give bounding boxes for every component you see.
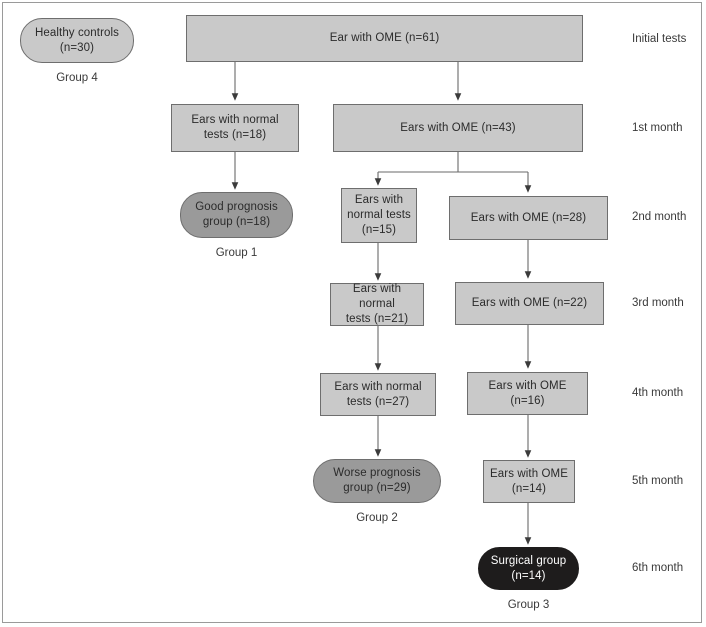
node-ears-ome-43[interactable]: Ears with OME (n=43): [333, 104, 583, 152]
node-surgical-group-14[interactable]: Surgical group (n=14): [478, 547, 579, 590]
timeline-label-6th-month: 6th month: [632, 562, 684, 574]
node-good-prognosis-18[interactable]: Good prognosis group (n=18): [180, 192, 293, 238]
node-surgical-group-14-label: Surgical group (n=14): [490, 554, 567, 582]
node-ear-with-ome-61[interactable]: Ear with OME (n=61): [186, 15, 583, 62]
node-ears-ome-14-label: Ears with OME (n=14): [490, 467, 568, 495]
group-label-4: Group 4: [56, 72, 98, 84]
node-ears-normal-27[interactable]: Ears with normal tests (n=27): [320, 373, 436, 416]
node-ears-ome-43-label: Ears with OME (n=43): [400, 121, 516, 134]
group-label-3: Group 3: [507, 599, 550, 611]
node-worse-prognosis-29-label: Worse prognosis group (n=29): [333, 467, 421, 494]
timeline-label-1st-month: 1st month: [632, 122, 683, 134]
node-ears-normal-21[interactable]: Ears with normal tests (n=21): [330, 283, 424, 326]
node-ear-with-ome-61-label: Ear with OME (n=61): [329, 32, 440, 45]
node-ears-normal-15[interactable]: Ears with normal tests (n=15): [341, 188, 417, 243]
node-ears-ome-16-label: Ears with OME (n=16): [488, 379, 567, 407]
node-ears-normal-21-label: Ears with normal tests (n=21): [345, 283, 409, 325]
node-ears-normal-15-label: Ears with normal tests (n=15): [347, 194, 411, 236]
node-ears-ome-28-label: Ears with OME (n=28): [470, 211, 587, 224]
timeline-label-initial-tests: Initial tests: [632, 33, 687, 45]
group-label-1: Group 1: [215, 247, 258, 259]
group-label-2: Group 2: [356, 512, 398, 524]
node-ears-normal-18-label: Ears with normal tests (n=18): [191, 114, 279, 141]
node-healthy-controls[interactable]: Healthy controls (n=30): [20, 18, 134, 63]
timeline-label-4th-month: 4th month: [632, 387, 684, 399]
node-good-prognosis-18-label: Good prognosis group (n=18): [195, 201, 278, 228]
node-ears-ome-14[interactable]: Ears with OME (n=14): [483, 460, 575, 503]
node-worse-prognosis-29[interactable]: Worse prognosis group (n=29): [313, 459, 441, 503]
timeline-label-5th-month: 5th month: [632, 475, 684, 487]
timeline-label-2nd-month: 2nd month: [632, 211, 687, 223]
node-ears-ome-16[interactable]: Ears with OME (n=16): [467, 372, 588, 415]
node-healthy-controls-label: Healthy controls (n=30): [34, 26, 120, 54]
timeline-label-3rd-month: 3rd month: [632, 297, 684, 309]
node-ears-normal-27-label: Ears with normal tests (n=27): [334, 380, 422, 408]
node-ears-ome-22-label: Ears with OME (n=22): [471, 297, 588, 310]
node-ears-ome-22[interactable]: Ears with OME (n=22): [455, 282, 604, 325]
node-ears-ome-28[interactable]: Ears with OME (n=28): [449, 196, 608, 240]
node-ears-normal-18[interactable]: Ears with normal tests (n=18): [171, 104, 299, 152]
